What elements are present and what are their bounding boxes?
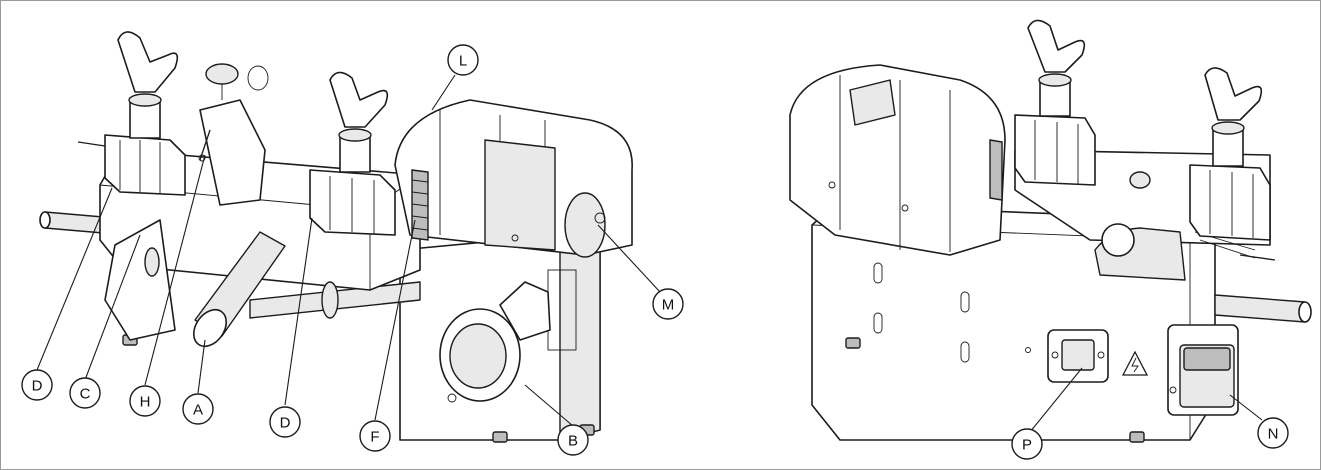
- callout-M: M: [652, 288, 684, 320]
- callout-label: F: [370, 429, 379, 446]
- knob-shaft-housing: [499, 281, 551, 341]
- cutter-teeth: [411, 179, 429, 231]
- callout-F: F: [359, 420, 391, 452]
- clamp-ribs: [1209, 170, 1254, 238]
- lever-knob: [192, 308, 228, 348]
- foot: [1129, 431, 1145, 443]
- switch-button: [1183, 347, 1231, 371]
- guard-screw: [511, 234, 519, 242]
- foot: [845, 337, 861, 349]
- cutter-wheel: [989, 139, 1003, 201]
- callout-label: B: [568, 433, 578, 450]
- guard-grip: [849, 79, 896, 126]
- callout-P: P: [1011, 428, 1043, 460]
- tracer-adjust-knob: [1101, 223, 1135, 257]
- tracer-tip: [198, 154, 206, 162]
- tracer-adjust-knob: [205, 63, 239, 85]
- machine-front-view: [39, 31, 633, 443]
- vent-slot: [873, 312, 883, 334]
- clamp-ribs: [1034, 120, 1079, 184]
- clamp-collar: [128, 93, 162, 107]
- tracer-dial: [247, 65, 269, 91]
- carriage-handle-grip: [104, 219, 176, 341]
- callout-label: M: [662, 297, 675, 314]
- clamp-ribs: [329, 176, 375, 234]
- handle-pivot: [144, 247, 160, 277]
- carriage-shaft: [1214, 294, 1306, 323]
- depth-knob-face: [449, 323, 507, 389]
- clamp-pin: [1239, 254, 1276, 261]
- base-side-panel: [559, 234, 601, 441]
- callout-D-left: D: [21, 369, 53, 401]
- clamp-collar: [1038, 73, 1072, 87]
- callout-label: L: [459, 53, 467, 70]
- callout-label: D: [32, 378, 43, 395]
- clamp-pin: [77, 141, 106, 147]
- callout-label: D: [280, 415, 291, 432]
- key-clamp-left: [104, 134, 186, 196]
- vent-slot: [873, 262, 883, 284]
- key-clamp-right: [309, 169, 396, 236]
- brush-wheel: [564, 192, 606, 258]
- callout-L: L: [447, 44, 479, 76]
- lightning-icon: [1131, 357, 1139, 373]
- callout-H: H: [129, 385, 161, 417]
- clamp-collar: [1211, 121, 1245, 135]
- callout-label: A: [193, 402, 203, 419]
- shaft-end: [39, 211, 51, 229]
- warning-icon: [1121, 350, 1149, 376]
- callout-label: P: [1022, 437, 1032, 454]
- guard-window: [484, 139, 556, 251]
- callout-label: C: [80, 386, 91, 403]
- brush-hub: [594, 212, 606, 224]
- callout-N: N: [1257, 417, 1289, 449]
- tracer-top-knob: [1129, 171, 1151, 189]
- vent-slot: [960, 291, 970, 313]
- callout-label: H: [140, 394, 151, 411]
- power-socket: [1061, 339, 1095, 371]
- machine-rear-view: [789, 19, 1312, 443]
- clamp-wing-knob: [329, 71, 389, 128]
- callout-label: N: [1268, 426, 1279, 443]
- shaft-end: [1298, 301, 1312, 323]
- rear-cutter-guard: [789, 64, 1006, 256]
- callout-D-right: D: [269, 406, 301, 438]
- clamp-wing-knob: [1027, 19, 1086, 73]
- indicator-hole: [1025, 347, 1031, 353]
- guard-ribs: [839, 75, 951, 252]
- rear-key-clamp-right: [1189, 164, 1271, 241]
- rear-key-clamp-left: [1014, 114, 1096, 186]
- clamp-collar: [338, 128, 372, 142]
- tracer-post: [199, 99, 266, 206]
- clamp-wing-knob: [1204, 67, 1263, 121]
- leader-lines-right: [1029, 367, 1263, 433]
- callout-B: B: [557, 424, 589, 456]
- base-screw: [447, 393, 457, 403]
- callout-A: A: [182, 393, 214, 425]
- shaft-collar: [321, 281, 339, 319]
- leader-lines-left: [36, 74, 661, 427]
- foot: [492, 431, 508, 443]
- vent-slot: [960, 341, 970, 363]
- callout-C: C: [69, 377, 101, 409]
- clamp-ribs: [119, 140, 161, 194]
- clamp-wing-knob: [117, 31, 179, 93]
